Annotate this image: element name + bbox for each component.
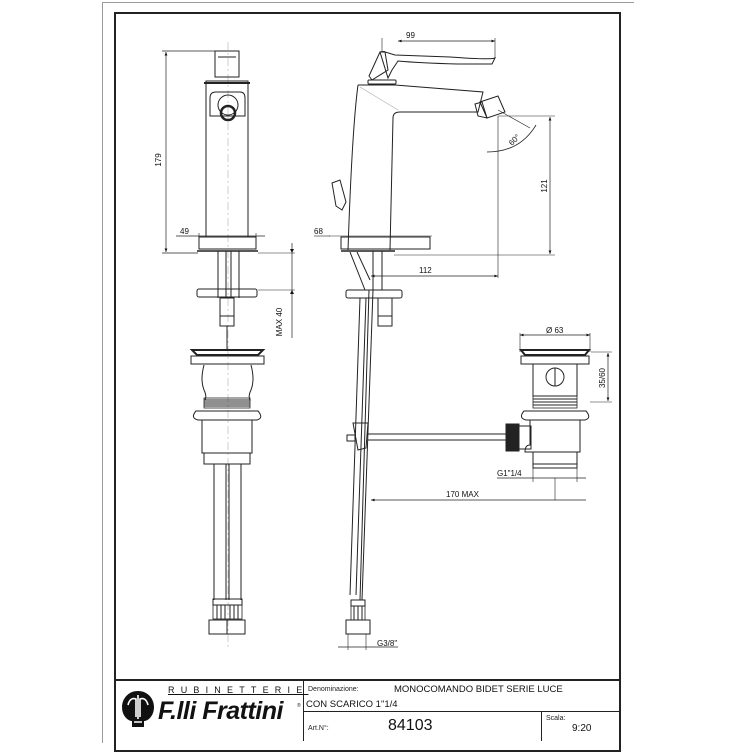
dim-side-base: 68 [314,227,323,236]
scale-field: Scala: 9:20 [541,712,622,741]
denomination-label: Denominazione: [308,686,359,693]
dim-lever-length: 99 [406,31,415,40]
dim-waste-diameter: Ø 63 [546,326,564,335]
dim-waste-height: 35/60 [598,367,607,388]
title-fields: Denominazione: MONOCOMANDO BIDET SERIE L… [304,681,621,741]
scale-label: Scala: [546,715,566,722]
brand-emblem-icon [122,691,154,727]
scale-value: 9:20 [572,723,592,734]
brand-logo: RUBINETTERIE F.lli Frattini ® [114,681,304,741]
article-number: 84103 [388,717,433,734]
title-block: RUBINETTERIE F.lli Frattini ® Denominazi… [114,679,621,741]
dim-spout-height: 121 [540,179,549,193]
dim-front-height: 179 [154,153,163,167]
denomination-field: Denominazione: MONOCOMANDO BIDET SERIE L… [304,681,621,712]
dim-spray-angle: 60° [507,132,522,147]
technical-drawing: 179 49 MAX 40 [154,31,612,650]
waste-view [497,333,612,500]
registered-mark: ® [297,703,301,709]
denomination-value-line2: CON SCARICO 1"1/4 [306,699,398,710]
dim-pop-up-rod: 170 MAX [446,490,480,499]
sheet-outer-border [102,2,634,743]
brand-name: F.lli Frattini [158,697,283,725]
dim-waste-thread: G1"1/4 [497,469,522,478]
drawing-sheet: 179 49 MAX 40 [102,2,634,752]
dim-max-deck: MAX 40 [275,307,284,336]
denomination-value: MONOCOMANDO BIDET SERIE LUCE [394,684,563,695]
article-label: Art.N°: [308,725,329,732]
dim-spout-reach: 112 [419,266,432,275]
brand-subtitle: RUBINETTERIE [168,685,309,695]
front-view [162,42,295,650]
dim-hose-thread: G3/8" [377,639,397,648]
dim-front-base: 49 [180,227,189,236]
side-view [314,38,586,650]
